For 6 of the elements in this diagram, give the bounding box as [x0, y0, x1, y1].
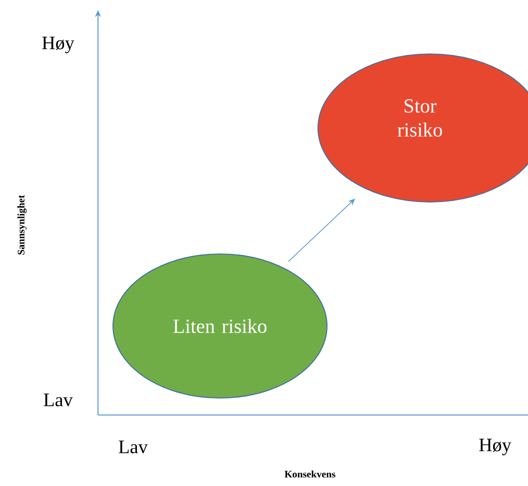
axis-label: Høy [42, 36, 74, 54]
axis-title: Konsekvens [284, 470, 336, 478]
axis-label: Lav [118, 440, 148, 454]
axis-title: Sannsynlighet [17, 195, 27, 254]
axis-label: Høy [479, 438, 512, 456]
axis-label: Lav [44, 394, 73, 406]
